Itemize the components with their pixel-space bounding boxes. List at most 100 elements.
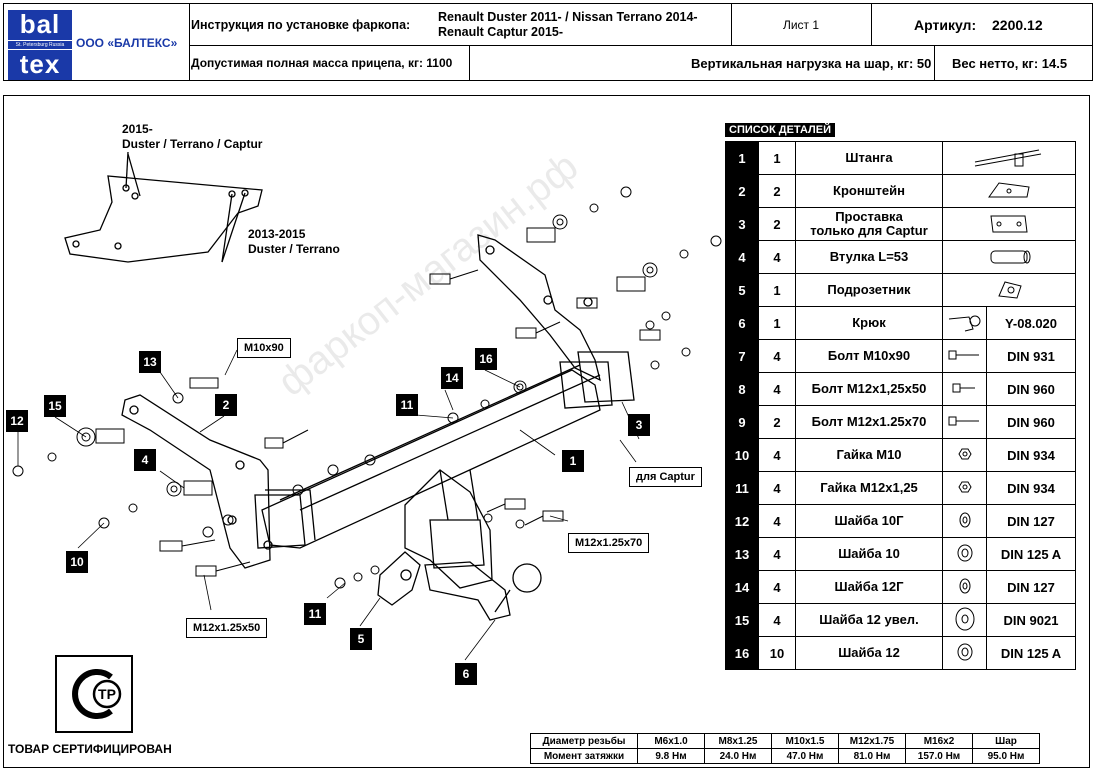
part-name-line1: Шайба 12Г <box>834 579 904 594</box>
part-quantity: 1 <box>758 306 796 340</box>
part-quantity: 4 <box>758 438 796 472</box>
part-image-icon <box>942 504 987 538</box>
part-name-line1: Штанга <box>845 150 893 165</box>
part-standard: DIN 931 <box>986 339 1076 373</box>
baltex-logo: bal St. Petersburg Russia tex <box>8 10 72 80</box>
part-quantity: 4 <box>758 240 796 274</box>
m12x70-label: M12x1.25x70 <box>568 533 650 553</box>
part-image-icon <box>942 636 987 670</box>
part-name-line1: Кронштейн <box>833 183 905 198</box>
part-name: Болт М10х90 <box>795 339 943 373</box>
part-standard: Y-08.020 <box>986 306 1076 340</box>
part-number: 14 <box>725 570 759 604</box>
cert-mark-text: ТР <box>98 686 116 702</box>
part-number: 7 <box>725 339 759 373</box>
part-number: 9 <box>725 405 759 439</box>
certification-mark-icon: ТР <box>55 655 133 733</box>
part-number: 6 <box>725 306 759 340</box>
sheet-number: Лист 1 <box>782 17 820 32</box>
vertical-load: Вертикальная нагрузка на шар, кг: 50 <box>691 55 932 71</box>
m10x90-label: M10x90 <box>237 338 291 358</box>
title-block: bal St. Petersburg Russia tex ООО «БАЛТЕ… <box>3 3 1093 81</box>
callout-16: 16 <box>475 348 497 370</box>
part-name-line1: Шайба 12 увел. <box>819 612 919 627</box>
size-cell: M8x1.25 <box>704 733 772 749</box>
size-cell: M12x1.75 <box>838 733 906 749</box>
for-captur-label: для Captur <box>629 467 702 487</box>
variant-2015-models: Duster / Terrano / Captur <box>122 137 263 151</box>
company-name: ООО «БАЛТЕКС» <box>76 36 178 50</box>
part-image-icon <box>942 273 1076 307</box>
part-image-icon <box>942 339 987 373</box>
part-number: 4 <box>725 240 759 274</box>
part-number: 16 <box>725 636 759 670</box>
part-standard: DIN 960 <box>986 405 1076 439</box>
part-image-icon <box>942 471 987 505</box>
part-quantity: 4 <box>758 570 796 604</box>
part-quantity: 2 <box>758 207 796 241</box>
part-name-line1: Крюк <box>852 315 886 330</box>
torque-label: Момент затяжки <box>530 748 638 764</box>
callout-4: 4 <box>134 449 156 471</box>
size-cell: M6x1.0 <box>637 733 705 749</box>
part-name-line1: Шайба 10Г <box>834 513 904 528</box>
parts-list-title: СПИСОК ДЕТАЛЕЙ <box>725 123 835 137</box>
callout-1: 1 <box>562 450 584 472</box>
part-image-icon <box>942 207 1076 241</box>
torque-table: Диаметр резьбы M6x1.0 M8x1.25 M10x1.5 M1… <box>530 733 1040 764</box>
callout-10: 10 <box>66 551 88 573</box>
part-name-line1: Подрозетник <box>827 282 911 297</box>
vehicle-models: Renault Duster 2011- / Nissan Terrano 20… <box>438 10 730 40</box>
part-standard: DIN 127 <box>986 570 1076 604</box>
size-cell: Шар <box>972 733 1040 749</box>
torque-cell: 24.0 Нм <box>704 748 772 764</box>
part-number: 5 <box>725 273 759 307</box>
part-number: 10 <box>725 438 759 472</box>
part-name: Подрозетник <box>795 273 943 307</box>
part-number: 11 <box>725 471 759 505</box>
callout-11-top: 11 <box>396 394 418 416</box>
callout-6: 6 <box>455 663 477 685</box>
article-value: 2200.12 <box>992 16 1043 33</box>
torque-row: Момент затяжки 9.8 Нм 24.0 Нм 47.0 Нм 81… <box>530 748 1040 764</box>
part-quantity: 1 <box>758 273 796 307</box>
part-name: Шайба 10 <box>795 537 943 571</box>
part-name: Гайка М12х1,25 <box>795 471 943 505</box>
part-image-icon <box>942 603 987 637</box>
part-image-icon <box>942 438 987 472</box>
callout-15: 15 <box>44 395 66 417</box>
part-quantity: 4 <box>758 339 796 373</box>
part-name-line1: Втулка L=53 <box>829 249 909 264</box>
part-image-icon <box>942 174 1076 208</box>
part-number: 1 <box>725 141 759 175</box>
part-name: Шайба 12 увел. <box>795 603 943 637</box>
part-standard: DIN 960 <box>986 372 1076 406</box>
trailer-mass: Допустимая полная масса прицепа, кг: 110… <box>191 56 453 70</box>
callout-11-bottom: 11 <box>304 603 326 625</box>
part-standard: DIN 934 <box>986 438 1076 472</box>
part-name-line1: Шайба 12 <box>838 645 900 660</box>
size-cell: M10x1.5 <box>771 733 839 749</box>
part-quantity: 4 <box>758 372 796 406</box>
part-image-icon <box>942 570 987 604</box>
part-name: Шайба 12Г <box>795 570 943 604</box>
part-name: Кронштейн <box>795 174 943 208</box>
part-name-line1: Шайба 10 <box>838 546 900 561</box>
callout-2: 2 <box>215 394 237 416</box>
models-line1: Renault Duster 2011- / Nissan Terrano 20… <box>438 10 698 24</box>
part-name: Шайба 12 <box>795 636 943 670</box>
thread-size-label: Диаметр резьбы <box>530 733 638 749</box>
part-quantity: 2 <box>758 174 796 208</box>
size-cell: M16x2 <box>905 733 973 749</box>
part-name-line1: Гайка М12х1,25 <box>820 480 918 495</box>
